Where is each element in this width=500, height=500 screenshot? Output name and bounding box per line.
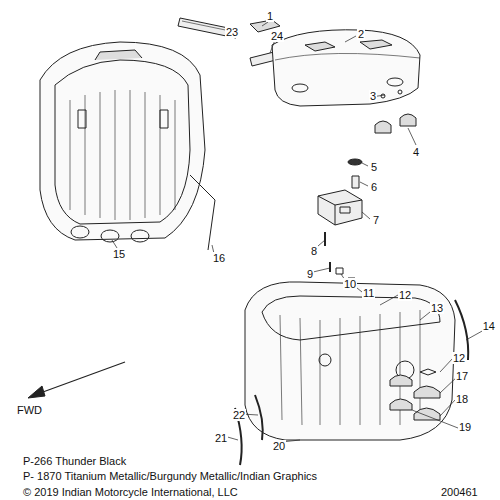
callout-number: 8 — [310, 245, 318, 257]
callout-number: 6 — [370, 181, 378, 193]
callout-number: 15 — [112, 248, 126, 260]
note-text: P-266 Thunder Black — [22, 455, 127, 467]
drawing-number: 200461 — [440, 486, 479, 498]
callout-number: 23 — [225, 26, 239, 38]
direction-label: FWD — [16, 404, 43, 416]
callout-number: 24 — [270, 30, 284, 42]
callout-number: 1 — [266, 10, 274, 22]
callout-number: 10 — [343, 278, 357, 290]
callout-number: 22 — [232, 409, 246, 421]
copyright-text: © 2019 Indian Motorcycle International, … — [22, 486, 239, 498]
callout-number: 2 — [357, 28, 365, 40]
callout-number: 7 — [372, 214, 380, 226]
callout-number: 19 — [458, 421, 472, 433]
callout-number: 12 — [452, 352, 466, 364]
callout-number: 3 — [369, 90, 377, 102]
callout-number: 14 — [482, 320, 496, 332]
callout-number: 18 — [455, 393, 469, 405]
note-text: P- 1870 Titanium Metallic/Burgundy Metal… — [22, 470, 318, 482]
callout-number: 16 — [212, 252, 226, 264]
callout-number: 11 — [362, 287, 375, 299]
callout-number: 17 — [455, 370, 469, 382]
callout-number: 20 — [272, 440, 286, 452]
callout-number: 13 — [430, 302, 444, 314]
callout-number: 5 — [370, 161, 378, 173]
callout-number: 21 — [214, 432, 228, 444]
callout-number: 9 — [306, 268, 314, 280]
callout-number: 12 — [398, 289, 412, 301]
callout-number: 4 — [412, 146, 420, 158]
